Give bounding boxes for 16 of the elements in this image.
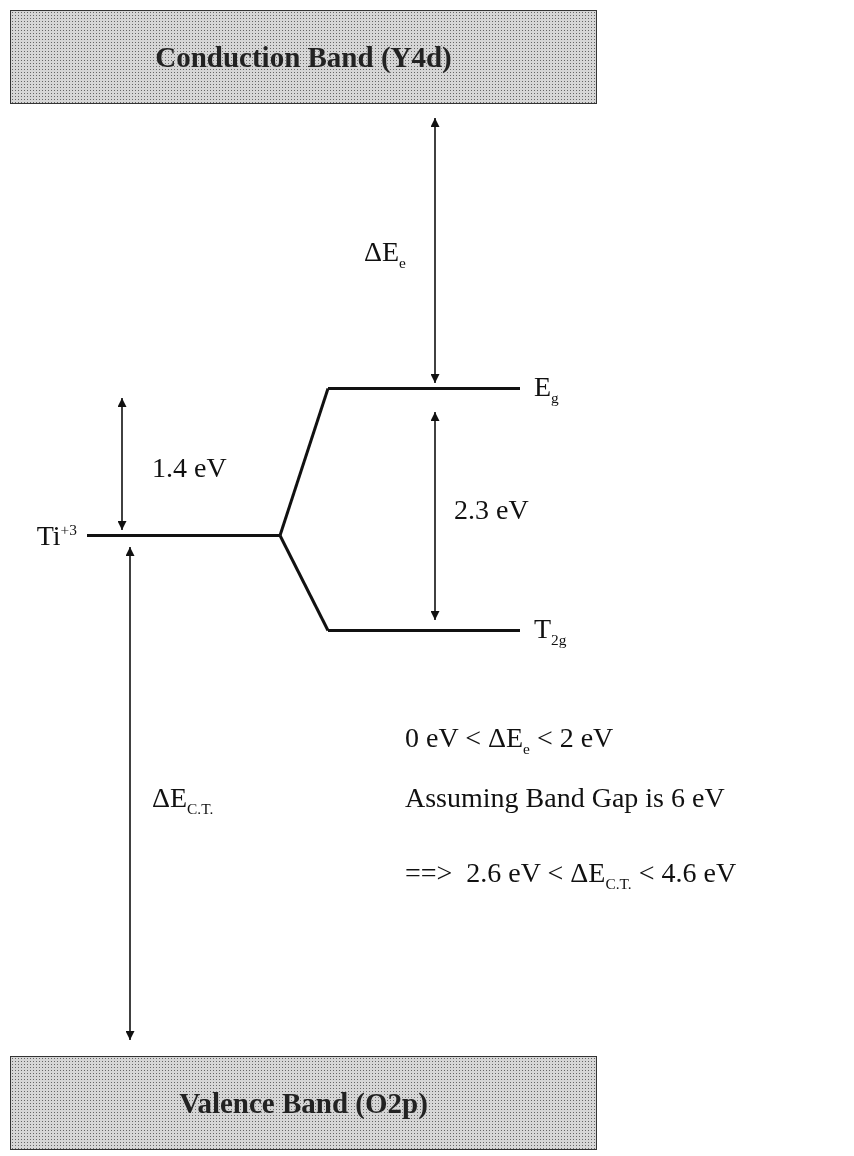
double-arrow xyxy=(117,397,127,531)
note-text: ==> 2.6 eV < ΔE$_{C.T.}$ < 4.6 eV xyxy=(405,857,737,893)
band-label: Conduction Band (Y4d) xyxy=(155,40,452,74)
energy-band xyxy=(10,1056,597,1150)
double-arrow xyxy=(430,117,440,384)
band-label: Valence Band (O2p) xyxy=(179,1086,428,1120)
double-arrow xyxy=(125,546,135,1041)
level-label: T$_{2g}$ xyxy=(534,612,567,649)
level-label: E$_{g}$ xyxy=(534,370,559,407)
energy-band xyxy=(10,10,597,104)
note-text: 0 eV < ΔE$_{e}$ < 2 eV xyxy=(405,722,614,758)
level-label: Ti$^{+3}$ xyxy=(36,519,77,552)
splitting-line xyxy=(278,534,330,632)
double-arrow xyxy=(430,411,440,621)
note-text: Assuming Band Gap is 6 eV xyxy=(405,782,725,814)
splitting-line xyxy=(278,388,330,536)
